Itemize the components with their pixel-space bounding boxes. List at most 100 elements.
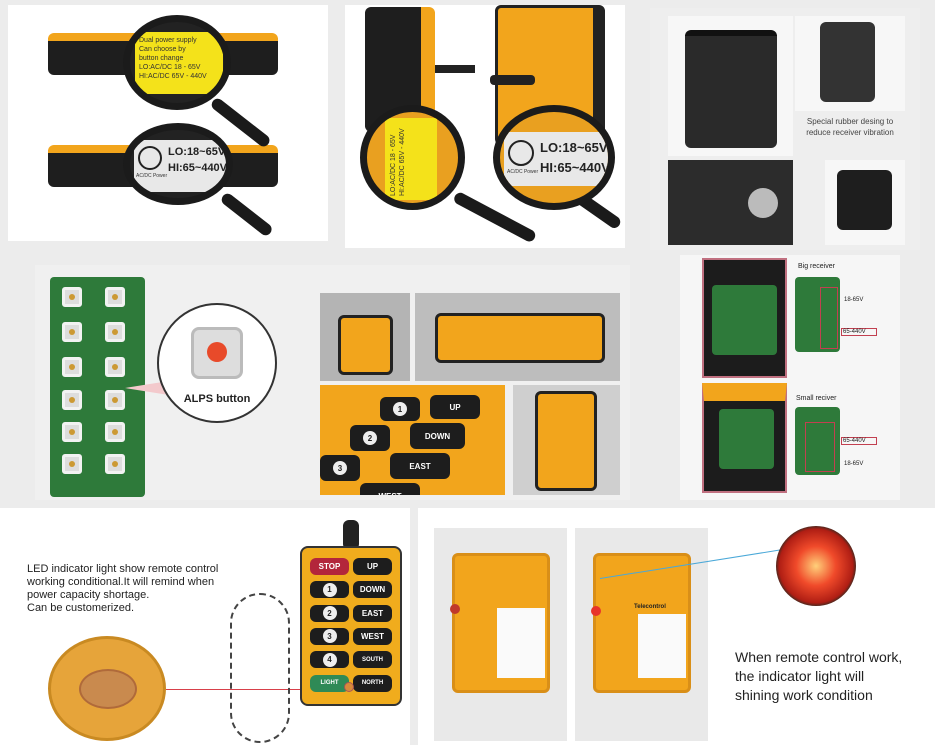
sticker-hi: HI:65~440V [540, 160, 610, 175]
panel-receiver-boards: Big receiver 18-65V 65-440V Small recive… [680, 255, 900, 500]
sticker-lo: LO:18~65V [540, 140, 608, 155]
rubber-mount-photo [668, 160, 793, 245]
remote-button: 4 [310, 651, 349, 669]
led-closeup-circle [776, 526, 856, 606]
magnifier-lens: AC/DC Power LO:18~65V HI:65~440V [493, 105, 615, 210]
remote-button: LIGHT [310, 674, 349, 692]
remote-control: STOP UP 1 DOWN 2 EAST 3 WEST 4 SOUTH LIG… [300, 546, 402, 706]
remote-photo [415, 293, 620, 381]
remote-button: 2 [310, 604, 349, 622]
remote-body [338, 315, 393, 375]
remote-button: NORTH [353, 674, 392, 692]
circuit-board [712, 285, 777, 355]
caption-line: reduce receiver vibration [806, 128, 894, 137]
alps-label: ALPS button [183, 393, 251, 405]
circuit-board [50, 277, 145, 497]
pcb-key [62, 390, 82, 410]
panel-rubber-vibration: Special rubber desing to reduce receiver… [650, 8, 920, 250]
description-line: working conditional.It will remind when [27, 576, 215, 588]
pcb-key [105, 422, 125, 442]
label-hi: HI:AC/DC 65V - 440V [139, 73, 207, 80]
receiver-label [497, 608, 545, 678]
pcb-key [62, 422, 82, 442]
label-lo: LO:AC/DC 18 - 65V [139, 64, 201, 71]
small-low-voltage: 18-65V [844, 461, 864, 467]
callout-line [166, 689, 341, 690]
circuit-board [719, 409, 774, 469]
plug-icon [138, 146, 162, 170]
receiver-body [452, 553, 550, 693]
pcb-key [105, 287, 125, 307]
description-line: LED indicator light show remote control [27, 563, 219, 575]
pcb-key [105, 322, 125, 342]
receiver-back [685, 30, 777, 148]
key-west: WEST [360, 483, 420, 495]
label-lo: LO:AC/DC 18 - 65V [390, 134, 397, 196]
receiver-body: Telecontrol [593, 553, 691, 693]
receiver-photo [825, 160, 905, 245]
antenna [343, 520, 359, 550]
description-line: shining work condition [735, 687, 873, 703]
switch-stem [207, 342, 227, 362]
indicator-description: When remote control work, the indicator … [735, 648, 902, 705]
label-hi: HI:AC/DC 65V - 440V [399, 128, 406, 196]
receiver-label [638, 614, 686, 678]
small-high-voltage: 65-440V [841, 437, 877, 445]
led-closeup-circle [48, 636, 166, 741]
alps-switch [191, 327, 243, 379]
sticker-caption: AC/DC Power [136, 173, 168, 179]
bolt [748, 188, 778, 218]
led-indicator [450, 604, 460, 614]
led-description: LED indicator light show remote control … [27, 563, 218, 615]
label-title: Dual power supply [139, 37, 197, 44]
key-3: 3 [320, 455, 360, 481]
remote-photo [320, 293, 410, 381]
small-receiver-title: Small reciver [796, 395, 837, 402]
big-receiver-title: Big receiver [798, 263, 835, 270]
remote-body [435, 313, 605, 363]
caption-line: Special rubber desing to [806, 117, 894, 126]
sticker-caption: AC/DC Power [507, 169, 539, 175]
led-indicator [344, 682, 354, 692]
alps-zoom-circle: ALPS button [157, 303, 277, 423]
description-line: Can be customerized. [27, 602, 134, 614]
panel-receiver-labels: LO:AC/DC 18 - 65V HI:AC/DC 65V - 440V AC… [345, 5, 625, 248]
pcb-key [62, 322, 82, 342]
big-board-closeup [795, 277, 840, 352]
power-label: Dual power supply Can choose by button c… [135, 32, 223, 94]
voltage-sticker: AC/DC Power LO:18~65V HI:65~440V [504, 132, 610, 186]
receiver-box [837, 170, 892, 230]
magnifier-lens: Dual power supply Can choose by button c… [123, 15, 231, 110]
key-2: 2 [350, 425, 390, 451]
remote-button: EAST [353, 604, 392, 622]
sticker-lo: LO:18~65V [168, 146, 226, 158]
key-east: EAST [390, 453, 450, 479]
pcb-key [105, 390, 125, 410]
description-line: When remote control work, [735, 649, 903, 665]
key-1: 1 [380, 397, 420, 421]
remote-body [535, 391, 597, 491]
remote-button: 1 [310, 581, 349, 599]
label-sub: button change [139, 55, 184, 62]
big-low-voltage: 18-65V [844, 297, 864, 303]
remote-button: SOUTH [353, 651, 392, 669]
big-receiver-photo [702, 258, 787, 378]
remote-button: 3 [310, 627, 349, 645]
receiver-side [820, 22, 875, 102]
voltage-sticker: AC/DC Power LO:18~65V HI:65~440V [134, 140, 226, 192]
highlight-box [820, 287, 838, 349]
antenna [435, 65, 475, 73]
magnifier-handle [219, 191, 274, 238]
pcb-key [105, 357, 125, 377]
led-indicator [79, 669, 137, 709]
lanyard [230, 593, 290, 743]
magnifier-lens: LO:AC/DC 18 - 65V HI:AC/DC 65V - 440V [360, 105, 465, 210]
highlight-box [805, 422, 835, 472]
pcb-key [62, 287, 82, 307]
panel-dual-power-supply: Dual power supply Can choose by button c… [8, 5, 328, 241]
plug-icon [508, 140, 534, 166]
pcb-key [62, 454, 82, 474]
pcb-key [105, 454, 125, 474]
sticker-hi: HI:65~440V [168, 162, 228, 174]
remote-keypad-closeup: 1 UP 2 DOWN 3 EAST WEST [320, 385, 505, 495]
